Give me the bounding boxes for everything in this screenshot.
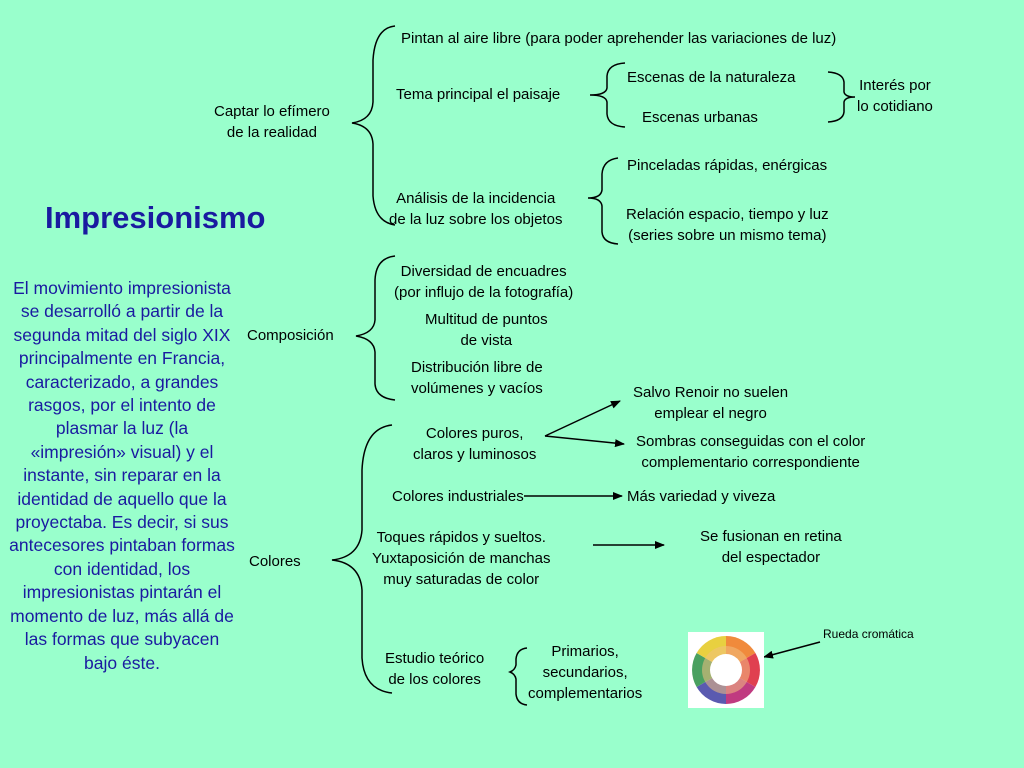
brace-captar <box>351 25 396 226</box>
node-aire-libre: Pintan al aire libre (para poder aprehen… <box>401 30 837 47</box>
arrow-renoir <box>544 400 621 437</box>
arrow-rueda <box>763 641 821 659</box>
node-colores-puros: Colores puros, claros y luminosos <box>413 425 537 463</box>
node-escenas-urbanas: Escenas urbanas <box>642 109 758 126</box>
node-tema-paisaje: Tema principal el paisaje <box>396 86 561 103</box>
brace-estudio <box>507 647 528 706</box>
node-variedad: Más variedad y viveza <box>627 488 776 505</box>
brace-composicion <box>355 255 396 401</box>
node-escenas-naturaleza: Escenas de la naturaleza <box>627 69 796 86</box>
description-text: El movimiento impresionista se desarroll… <box>9 278 235 673</box>
node-toques: Toques rápidos y sueltos. Yuxtaposición … <box>372 529 551 588</box>
color-wheel-image <box>688 632 764 708</box>
node-relacion-espacio: Relación espacio, tiempo y luz (series s… <box>626 206 829 244</box>
node-volumenes: Distribución libre de volúmenes y vacíos <box>411 359 543 397</box>
node-pinceladas: Pinceladas rápidas, enérgicas <box>627 157 828 174</box>
brace-colores <box>331 424 393 694</box>
page-title: Impresionismo <box>45 200 266 235</box>
node-interes-cotidiano: Interés por lo cotidiano <box>857 77 933 115</box>
node-captar: Captar lo efímero de la realidad <box>214 103 330 141</box>
node-fusionan: Se fusionan en retina del espectador <box>700 528 842 566</box>
node-encuadres: Diversidad de encuadres (por influjo de … <box>394 263 574 301</box>
brace-cotidiano <box>827 71 856 123</box>
node-composicion: Composición <box>247 327 334 344</box>
node-estudio: Estudio teórico de los colores <box>385 650 485 688</box>
brace-paisaje <box>589 62 626 128</box>
brace-luz <box>587 157 619 245</box>
node-colores-industriales: Colores industriales <box>392 488 524 505</box>
node-analisis-luz: Análisis de la incidencia de la luz sobr… <box>389 190 563 228</box>
arrow-sombras <box>544 435 625 448</box>
node-sombras: Sombras conseguidas con el color complem… <box>636 433 866 471</box>
node-rueda-label: Rueda cromática <box>823 627 914 641</box>
node-puntos-vista: Multitud de puntos de vista <box>425 311 548 349</box>
node-renoir: Salvo Renoir no suelen emplear el negro <box>633 384 789 422</box>
node-primarios: Primarios, secundarios, complementarios <box>528 643 643 702</box>
node-colores: Colores <box>249 553 301 570</box>
